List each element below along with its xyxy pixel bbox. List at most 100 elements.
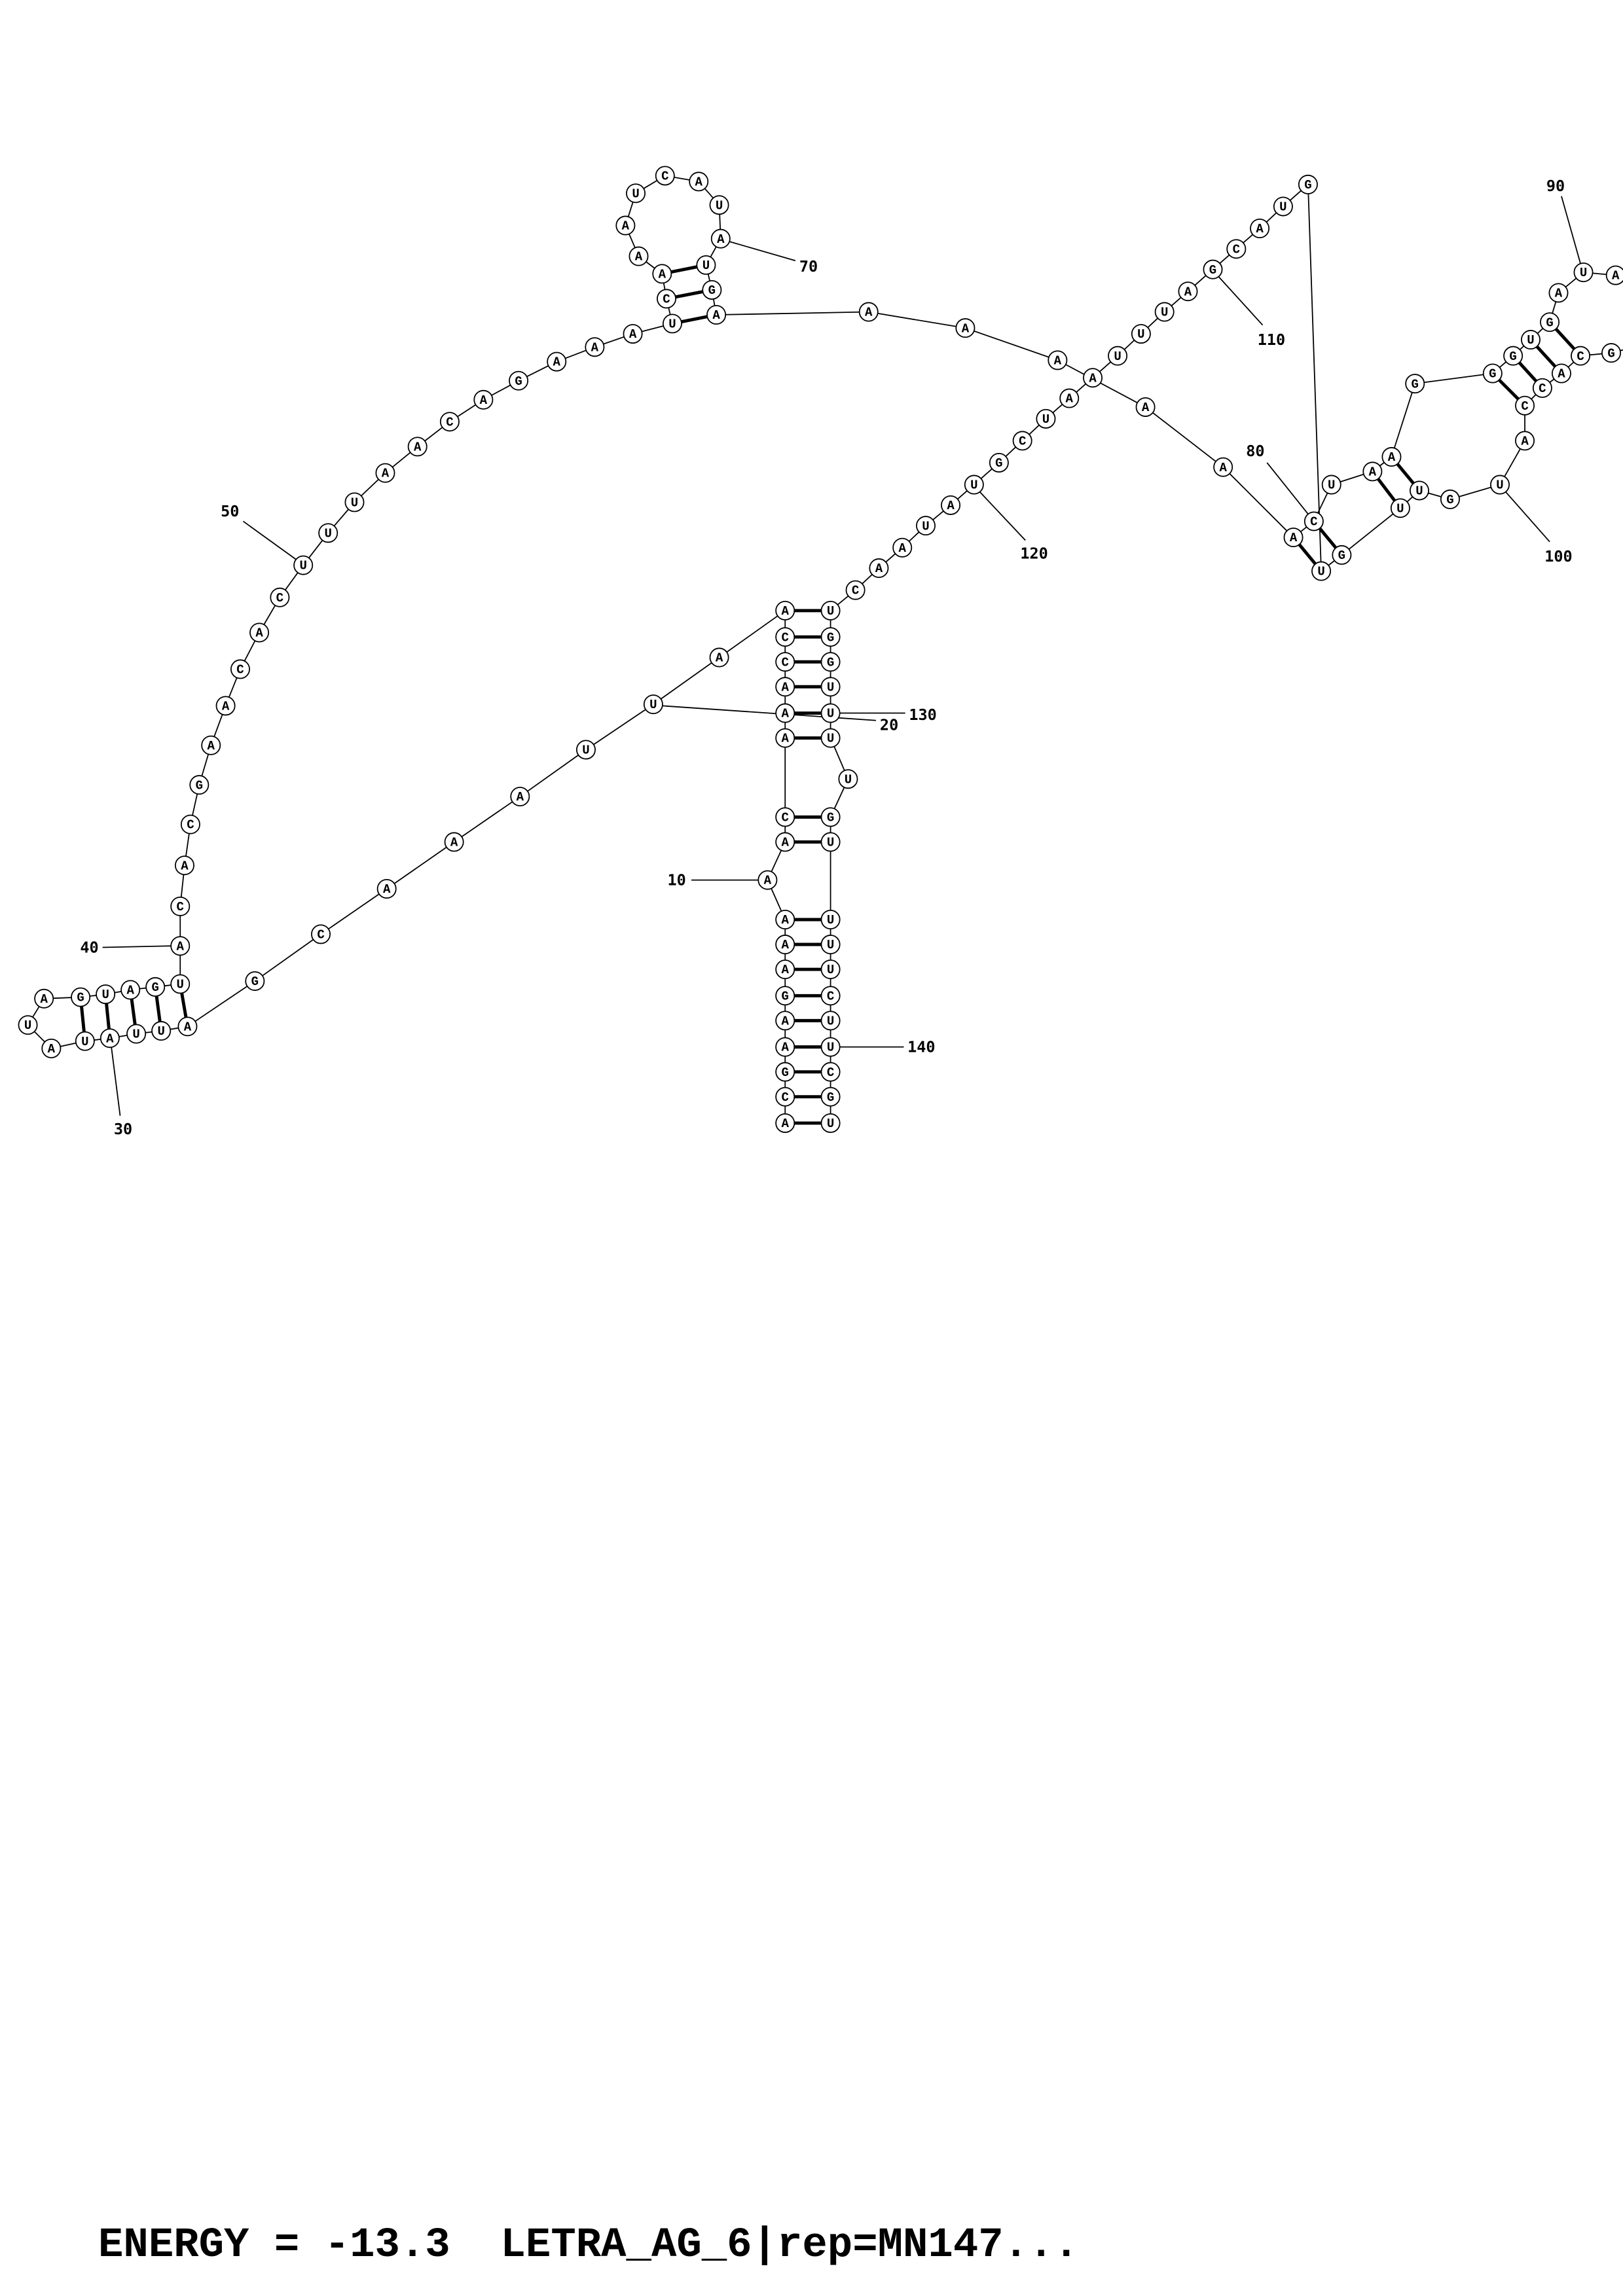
nucleotide-letter: C [1521, 399, 1528, 414]
nucleotide-49: C [270, 587, 290, 607]
nucleotide-circle [689, 171, 709, 192]
position-label: 40 [80, 938, 98, 956]
nucleotide-letter: U [81, 1035, 88, 1049]
nucleotide-letter: A [712, 308, 720, 323]
nucleotide-circle [1490, 475, 1510, 495]
nucleotide-letter: A [181, 859, 189, 873]
nucleotide-letter: C [782, 1090, 789, 1105]
position-label-tick [1505, 492, 1550, 543]
nucleotide-82: A [1362, 461, 1383, 482]
nucleotide-75: A [955, 318, 976, 338]
nucleotide-18: A [775, 600, 795, 620]
nucleotide-46: A [215, 696, 236, 716]
nucleotide-36: U [96, 984, 116, 1005]
nucleotide-letter: U [827, 913, 834, 927]
nucleotide-43: C [180, 814, 200, 834]
nucleotide-88: G [1540, 312, 1560, 332]
nucleotide-22: A [510, 787, 530, 807]
nucleotide-circle [96, 984, 116, 1005]
nucleotide-circle [170, 974, 191, 994]
nucleotide-letter: G [77, 991, 84, 1005]
nucleotide-66: U [626, 183, 646, 204]
nucleotide-34: A [34, 988, 54, 1009]
nucleotide-letter: U [827, 836, 834, 850]
nucleotide-circle [662, 314, 682, 334]
nucleotide-54: A [407, 437, 428, 457]
nucleotide-circle [820, 935, 841, 955]
nucleotide-letter: C [1019, 435, 1026, 449]
nucleotide-circle [1540, 312, 1560, 332]
nucleotide-circle [820, 1011, 841, 1031]
position-label: 140 [907, 1038, 935, 1056]
position-label: 30 [114, 1120, 132, 1138]
nucleotide-letter: A [717, 232, 725, 247]
position-label: 20 [880, 715, 898, 734]
backbone-segment [519, 749, 587, 797]
nucleotide-circle [1321, 475, 1341, 495]
position-label: 110 [1258, 331, 1285, 349]
nucleotide-114: U [1108, 346, 1128, 366]
nucleotide-50: U [293, 555, 314, 575]
nucleotide-circle [1551, 363, 1571, 384]
nucleotide-61: U [662, 314, 682, 334]
nucleotide-circle [174, 855, 194, 876]
nucleotide-circle [1036, 408, 1056, 429]
nucleotide-circle [820, 1037, 841, 1057]
nucleotide-142: G [820, 1086, 841, 1107]
nucleotide-circle [706, 305, 727, 325]
nucleotide-letter: U [132, 1028, 139, 1042]
nucleotide-circle [189, 775, 210, 795]
nucleotide-letter: U [1396, 501, 1404, 516]
nucleotide-circle [629, 246, 649, 266]
backbone-segment [965, 327, 1058, 361]
nucleotide-circle [775, 1011, 795, 1031]
nucleotide-95: C [1571, 346, 1591, 366]
nucleotide-letter: C [827, 1066, 834, 1080]
nucleotide-circle [775, 600, 795, 620]
nucleotide-125: C [845, 580, 866, 600]
nucleotide-letter: C [782, 655, 789, 670]
nucleotide-letter: U [1328, 478, 1335, 493]
nucleotide-2: C [775, 1086, 795, 1107]
nucleotide-circle [820, 652, 841, 672]
backbone-segment [187, 980, 255, 1028]
nucleotide-letter: A [414, 440, 422, 454]
nucleotide-letter: A [947, 499, 955, 513]
nucleotide-circle [34, 988, 54, 1009]
nucleotide-circle [376, 879, 397, 899]
nucleotide-circle [775, 627, 795, 647]
nucleotide-letter: A [659, 267, 666, 281]
nucleotide-letter: A [695, 175, 703, 190]
nucleotide-42: A [174, 855, 194, 876]
nucleotide-circle [709, 647, 729, 668]
nucleotide-circle [838, 769, 858, 789]
nucleotide-circle [311, 924, 331, 944]
nucleotide-circle [709, 195, 729, 215]
nucleotide-letter: A [1142, 401, 1150, 415]
nucleotide-4: A [775, 1037, 795, 1057]
nucleotide-letter: U [827, 1014, 834, 1028]
nucleotide-131: U [820, 728, 841, 748]
nucleotide-letter: U [668, 317, 676, 332]
energy-caption: ENERGY = -13.3 LETRA_AG_6|rep=MN147... [98, 2222, 1079, 2269]
nucleotide-96: A [1551, 363, 1571, 384]
nucleotide-65: A [615, 215, 636, 236]
nucleotide-12: C [775, 807, 795, 827]
nucleotide-circle [820, 1086, 841, 1107]
nucleotide-circle [820, 1062, 841, 1082]
position-label-tick [1218, 276, 1264, 326]
nucleotide-letter: G [782, 1066, 789, 1080]
nucleotide-letter: A [255, 626, 263, 641]
nucleotide-letter: A [1219, 461, 1227, 475]
nucleotide-letter: C [661, 170, 668, 184]
nucleotide-9: A [775, 910, 795, 929]
nucleotide-136: U [820, 935, 841, 955]
nucleotide-40: A [170, 936, 191, 956]
nucleotide-137: U [820, 960, 841, 980]
nucleotide-circle [615, 215, 636, 236]
nucleotide-letter: G [1338, 548, 1345, 563]
nucleotide-letter: U [827, 707, 834, 721]
nucleotide-letter: A [875, 562, 883, 576]
